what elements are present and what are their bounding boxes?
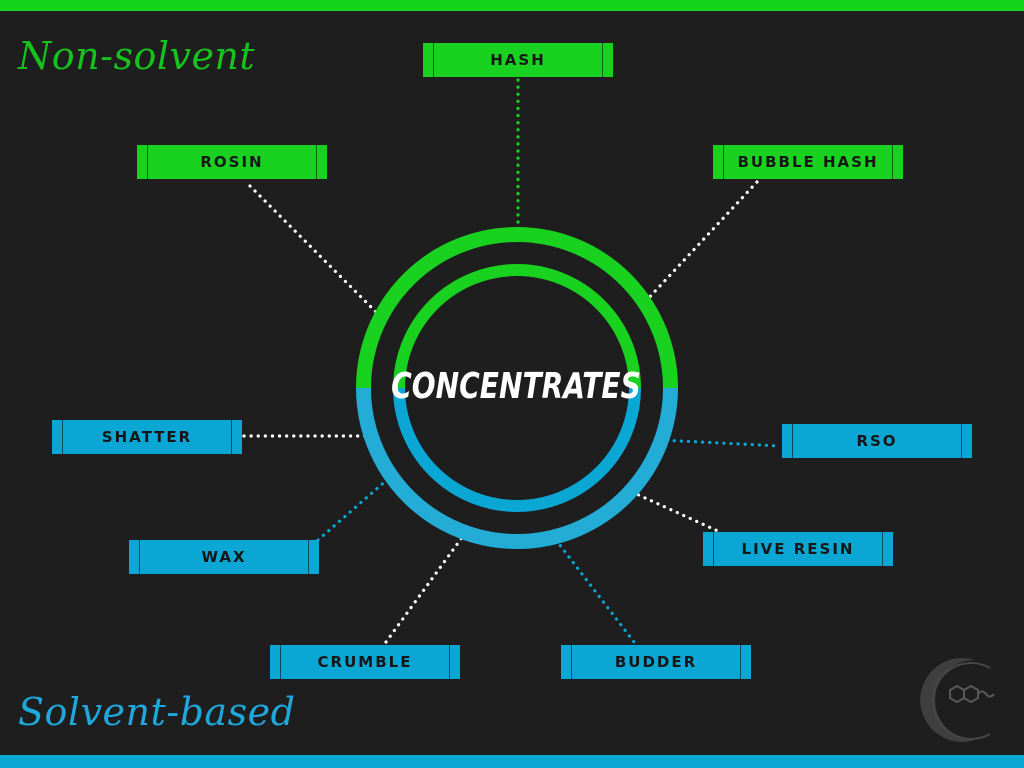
node-rso: RSO (782, 424, 972, 458)
outer-ring-bottom (356, 387, 678, 549)
inner-ring-bottom (393, 387, 641, 512)
node-hash: HASH (423, 43, 613, 77)
inner-ring-top (393, 264, 641, 389)
connector-live-resin (630, 490, 722, 534)
node-rosin: ROSIN (137, 145, 327, 179)
node-bubble-hash: BUBBLE HASH (713, 145, 903, 179)
solvent-based-label: Solvent-based (18, 690, 296, 734)
connector-bubble-hash (643, 180, 759, 304)
node-shatter: SHATTER (52, 420, 242, 454)
crescent-molecule-logo (920, 657, 995, 742)
node-crumble: CRUMBLE (270, 645, 460, 679)
node-live-resin: LIVE RESIN (703, 532, 893, 566)
connector-wax (316, 470, 398, 542)
connector-budder (554, 538, 636, 644)
center-title: CONCENTRATES (391, 365, 641, 407)
bottom-accent-bar (0, 755, 1024, 768)
node-wax: WAX (129, 540, 319, 574)
node-budder: BUDDER (561, 645, 751, 679)
top-accent-bar (0, 0, 1024, 11)
connector-crumble (384, 530, 468, 644)
outer-ring-top (356, 227, 678, 389)
connector-rosin (248, 184, 384, 320)
connector-rso (658, 438, 782, 448)
non-solvent-label: Non-solvent (18, 34, 256, 78)
